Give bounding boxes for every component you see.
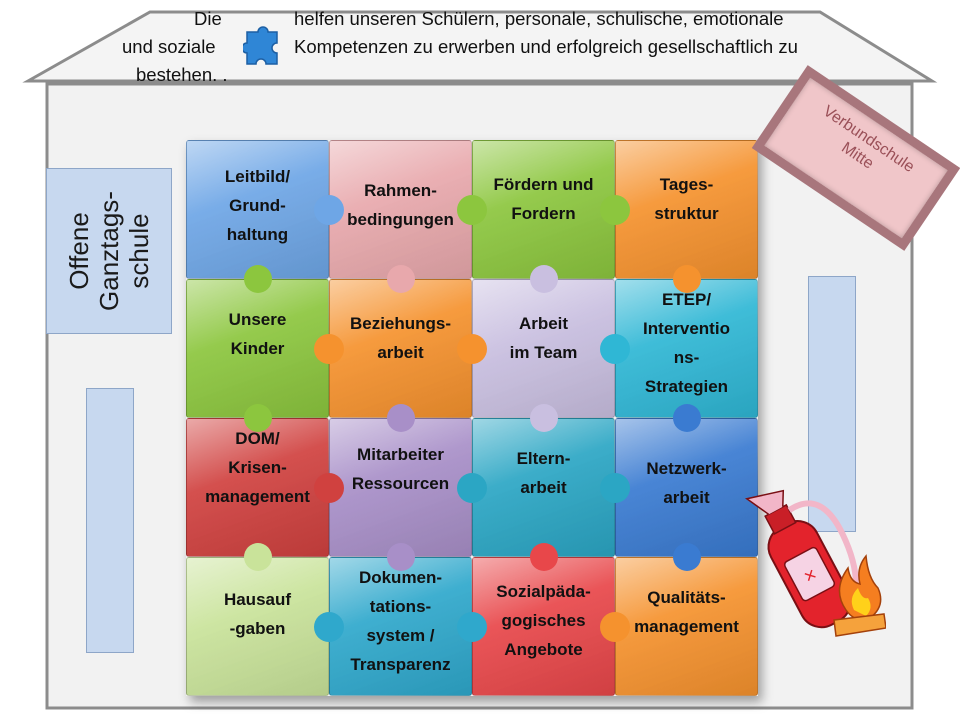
puzzle-piece-label: Tages- struktur bbox=[654, 175, 719, 223]
intro-text-2a: und soziale bbox=[122, 36, 216, 57]
puzzle-icon bbox=[243, 26, 278, 65]
puzzle-piece: Dokumen- tations- system / Transparenz bbox=[329, 557, 487, 696]
puzzle-piece: Hausauf -gaben bbox=[186, 557, 344, 696]
puzzle-piece: Fördern und Fordern bbox=[472, 140, 630, 293]
puzzle-piece: Leitbild/ Grund- haltung bbox=[186, 140, 344, 293]
puzzle-piece: ETEP/ Interventio ns- Strategien bbox=[615, 279, 758, 432]
puzzle-piece-label: Beziehungs- arbeit bbox=[349, 314, 452, 362]
intro-text-1b: helfen unseren Schülern, personale, schu… bbox=[294, 8, 784, 29]
puzzle-piece: Rahmen- bedingungen bbox=[329, 140, 487, 293]
puzzle-piece-label: Dokumen- tations- system / Transparenz bbox=[350, 568, 451, 674]
puzzle-piece: Unsere Kinder bbox=[186, 279, 344, 432]
puzzle-piece-label: Qualitäts- management bbox=[634, 588, 739, 636]
puzzle-piece-label: Unsere Kinder bbox=[228, 310, 287, 358]
puzzle-piece-label: Hausauf -gaben bbox=[223, 590, 292, 638]
puzzle-piece-label: Sozialpäda- gogisches Angebote bbox=[496, 582, 591, 659]
puzzle-piece: DOM/ Krisen- management bbox=[186, 418, 344, 571]
puzzle-piece: Beziehungs- arbeit bbox=[329, 279, 487, 432]
puzzle-piece: Mitarbeiter Ressourcen bbox=[329, 418, 487, 571]
intro-text-2b: Kompetenzen zu erwerben und erfolgreich … bbox=[294, 36, 798, 57]
puzzle-piece-label: Mitarbeiter Ressourcen bbox=[351, 445, 450, 493]
fire-extinguisher-icon: × bbox=[744, 489, 886, 637]
puzzle-piece: Sozialpäda- gogisches Angebote bbox=[472, 557, 630, 696]
puzzle-piece: Tages- struktur bbox=[615, 140, 758, 293]
puzzle-piece-label: DOM/ Krisen- management bbox=[205, 429, 310, 506]
ganztagsschule-label: Offene Ganztags- schule bbox=[64, 191, 154, 311]
window-left bbox=[86, 388, 134, 653]
ganztagsschule-panel: Offene Ganztags- schule bbox=[46, 168, 172, 334]
intro-text-1a: Die bbox=[194, 8, 222, 29]
flame-icon bbox=[833, 554, 886, 637]
puzzle-piece: Eltern- arbeit bbox=[472, 418, 630, 571]
window-right bbox=[808, 276, 856, 532]
puzzle-piece-label: ETEP/ Interventio ns- Strategien bbox=[643, 290, 730, 396]
puzzle-piece: Arbeit im Team bbox=[472, 279, 630, 432]
puzzle-piece-label: Arbeit im Team bbox=[509, 314, 578, 362]
puzzle-piece-label: Netzwerk- arbeit bbox=[646, 459, 727, 507]
puzzle-piece-label: Fördern und Fordern bbox=[493, 175, 594, 223]
puzzle-piece-label: Rahmen- bedingungen bbox=[347, 181, 454, 229]
intro-text-3: bestehen. . bbox=[136, 64, 228, 85]
puzzle-piece-label: Eltern- arbeit bbox=[516, 449, 571, 497]
puzzle-piece-label: Leitbild/ Grund- haltung bbox=[224, 167, 291, 244]
puzzle-piece: Qualitäts- management bbox=[615, 557, 758, 696]
